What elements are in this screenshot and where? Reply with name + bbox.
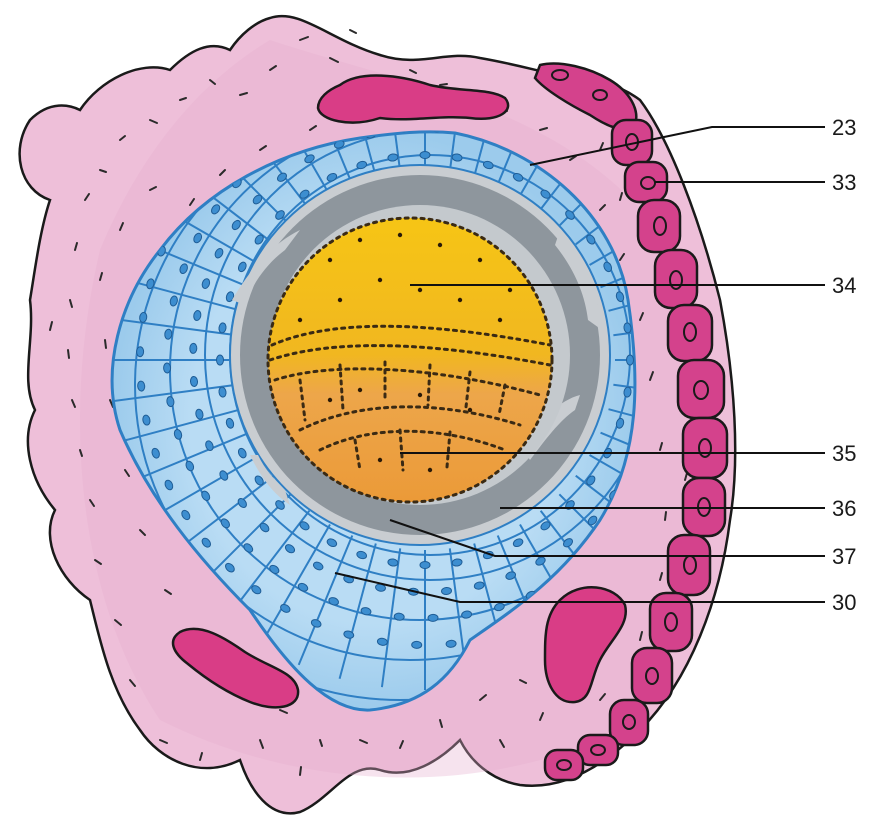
oocyte-granule (498, 318, 502, 322)
oocyte-granule (298, 318, 302, 322)
label-34: 34 (832, 273, 856, 298)
granulosa-nucleus (428, 614, 438, 621)
oocyte-granule (418, 288, 422, 292)
oocyte-granule (338, 298, 342, 302)
granulosa-nucleus (190, 343, 197, 353)
oocyte-granule (428, 468, 432, 472)
granulosa-nucleus (163, 363, 170, 373)
labels: 23 33 34 35 36 37 30 (832, 115, 856, 615)
oocyte-granule (398, 233, 402, 237)
label-33: 33 (832, 170, 856, 195)
granulosa-nucleus (136, 347, 143, 357)
oocyte-granule (418, 393, 422, 397)
oocyte-granule (328, 258, 332, 262)
granulosa-nucleus (441, 587, 452, 595)
oocyte-granule (438, 243, 442, 247)
label-36: 36 (832, 496, 856, 521)
oocyte-granule (358, 388, 362, 392)
oocyte-granule (328, 398, 332, 402)
label-35: 35 (832, 441, 856, 466)
label-37: 37 (832, 544, 856, 569)
oocyte-granule (508, 288, 512, 292)
granulosa-nucleus (627, 355, 634, 365)
oocyte (268, 218, 552, 502)
granulosa-nucleus (420, 562, 430, 569)
oocyte-granule (378, 278, 382, 282)
granulosa-nucleus (420, 152, 430, 159)
oocyte-granule (478, 258, 482, 262)
granulosa-nucleus (412, 641, 422, 648)
granulosa-nucleus (137, 381, 145, 392)
oocyte-granule (378, 458, 382, 462)
oocyte-granule (468, 408, 472, 412)
granulosa-nucleus (190, 376, 198, 387)
granulosa-nucleus (217, 355, 224, 365)
oocyte-granule (358, 238, 362, 242)
granulosa-nucleus (446, 640, 457, 648)
label-30: 30 (832, 590, 856, 615)
oocyte-granule (458, 298, 462, 302)
label-23: 23 (832, 115, 856, 140)
